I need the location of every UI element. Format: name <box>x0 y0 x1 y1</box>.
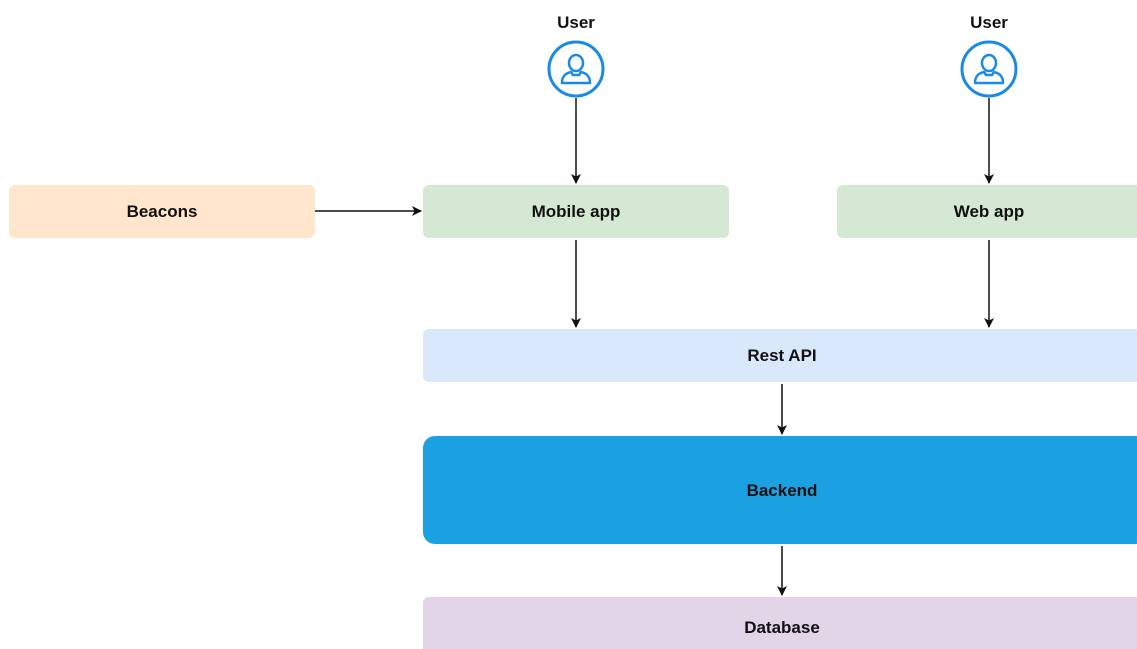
node-label: Beacons <box>127 202 198 221</box>
node-backend: Backend <box>423 436 1137 544</box>
node-label: Web app <box>954 202 1025 221</box>
actor-user-web: User <box>960 13 1018 98</box>
user-circle-icon <box>960 40 1018 98</box>
node-database: Database <box>423 597 1137 649</box>
user-label: User <box>557 13 595 32</box>
node-mobile-app: Mobile app <box>423 185 729 238</box>
node-label: Database <box>744 618 820 637</box>
actor-user-mobile: User <box>547 13 605 98</box>
user-circle-icon <box>547 40 605 98</box>
node-label: Rest API <box>747 346 816 365</box>
node-beacons: Beacons <box>9 185 315 238</box>
node-label: Mobile app <box>532 202 621 221</box>
node-rest-api: Rest API <box>423 329 1137 382</box>
node-web-app: Web app <box>837 185 1137 238</box>
user-label: User <box>970 13 1008 32</box>
node-label: Backend <box>747 481 818 500</box>
